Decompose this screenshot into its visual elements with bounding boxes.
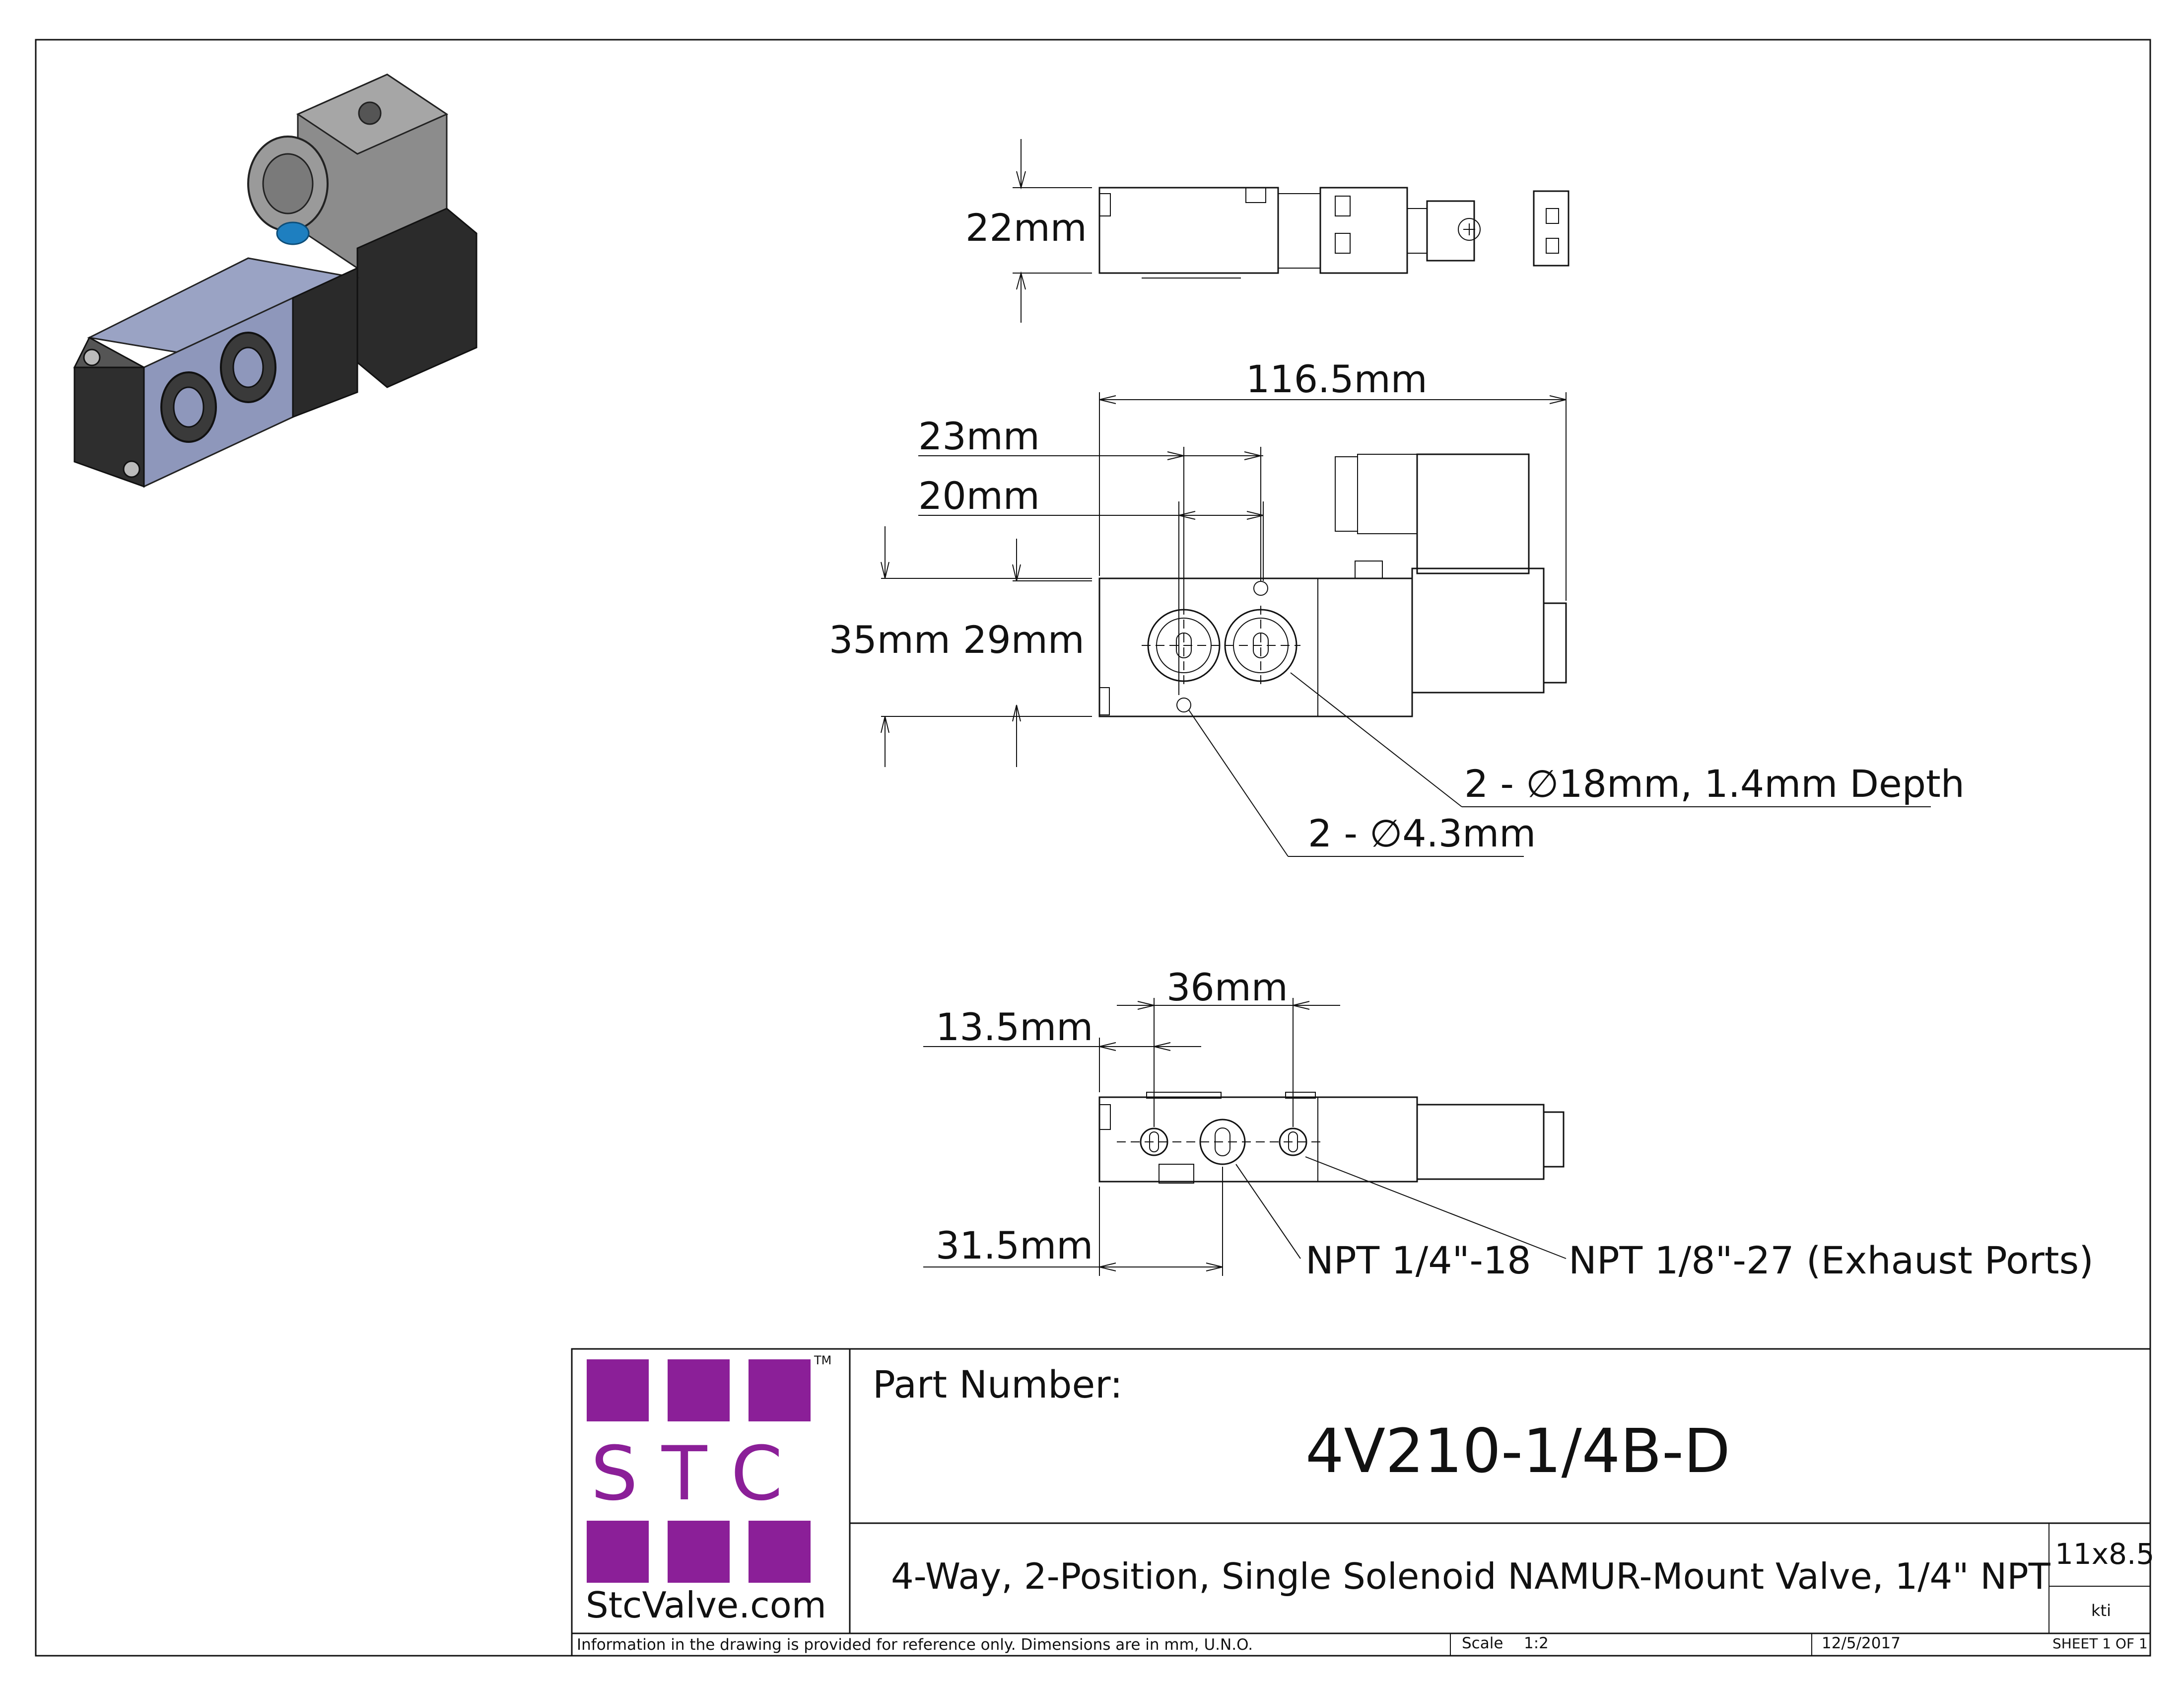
logo-letters: S T C — [591, 1431, 783, 1517]
disclaimer-note: Information in the drawing is provided f… — [577, 1636, 1253, 1654]
note-npt-main: NPT 1/4"-18 — [1305, 1238, 1531, 1282]
bottom-view: 36mm 13.5mm 31.5mm NPT 1/4"-18 NPT 1/8"-… — [923, 965, 2094, 1282]
sheet-number: SHEET 1 OF 1 — [2052, 1635, 2148, 1652]
note-npt-exhaust: NPT 1/8"-27 (Exhaust Ports) — [1569, 1238, 2094, 1282]
title-block: S T C TM StcValve.com Part Number: 4V210… — [571, 1348, 2154, 1657]
dim-35: 35mm — [829, 618, 951, 662]
drawing-date: 12/5/2017 — [1822, 1634, 1901, 1652]
stc-logo: S T C TM StcValve.com — [586, 1353, 831, 1626]
note-mount-holes: 2 - ∅4.3mm — [1308, 811, 1536, 855]
valve-3d-render — [73, 73, 478, 488]
part-description: 4-Way, 2-Position, Single Solenoid NAMUR… — [891, 1555, 2051, 1597]
top-view: 22mm — [965, 139, 1570, 323]
dim-height-top: 22mm — [965, 206, 1087, 250]
dim-23: 23mm — [918, 414, 1040, 458]
part-number: 4V210-1/4B-D — [1305, 1416, 1730, 1486]
dim-13-5: 13.5mm — [936, 1005, 1093, 1049]
paper-size: 11x8.5 — [2055, 1537, 2154, 1571]
scale-value: 1:2 — [1524, 1634, 1549, 1652]
dim-overall-length: 116.5mm — [1246, 357, 1428, 401]
part-number-label: Part Number: — [873, 1362, 1123, 1407]
dim-20: 20mm — [918, 474, 1040, 518]
logo-tm: TM — [814, 1353, 831, 1367]
logo-site: StcValve.com — [586, 1584, 826, 1626]
dim-31-5: 31.5mm — [936, 1223, 1093, 1267]
drawn-by: kti — [2091, 1601, 2111, 1620]
note-face-ports: 2 - ∅18mm, 1.4mm Depth — [1464, 762, 1965, 806]
dim-29: 29mm — [963, 618, 1085, 662]
scale-label: Scale — [1462, 1634, 1503, 1652]
dim-36: 36mm — [1166, 965, 1288, 1009]
front-view: 116.5mm 23mm 20mm 35mm 29mm 2 - ∅18mm, 1 — [829, 357, 1965, 857]
